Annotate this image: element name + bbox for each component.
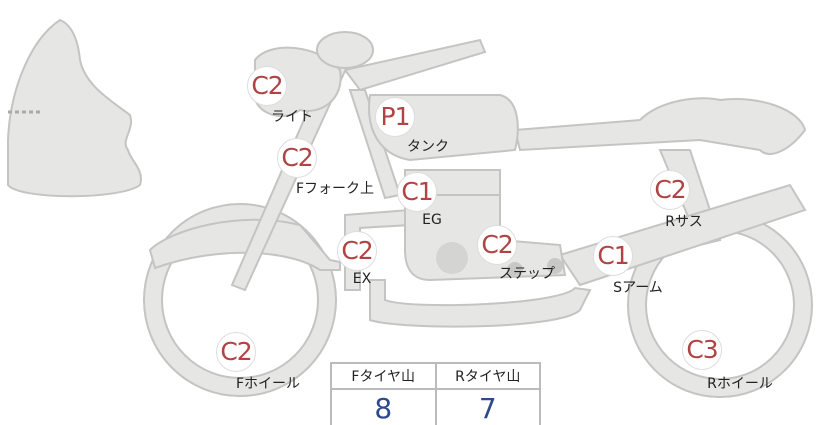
engine-cover [436, 242, 468, 274]
step-peg [507, 262, 523, 278]
label-tank: タンク [407, 139, 449, 155]
grade-marker-front-wheel[interactable]: C2 [216, 332, 256, 372]
grade-marker-exhaust[interactable]: C2 [337, 231, 377, 271]
label-light: ライト [271, 109, 313, 125]
label-front-wheel: Fホイール [235, 376, 301, 392]
fairing-shape [7, 18, 142, 198]
grade-marker-swing-arm[interactable]: C1 [593, 236, 633, 276]
label-swing-arm: Sアーム [613, 280, 663, 296]
grade-marker-light[interactable]: C2 [247, 66, 287, 106]
exhaust [369, 279, 592, 328]
rear-tread-value: 7 [434, 388, 541, 425]
label-rear-wheel: Rホイール [707, 376, 773, 392]
grade-marker-step[interactable]: C2 [477, 225, 517, 265]
label-rear-suspension: Rサス [665, 214, 703, 230]
grade-marker-engine[interactable]: C1 [397, 172, 437, 212]
grade-marker-tank[interactable]: P1 [375, 97, 415, 137]
meter [316, 31, 374, 69]
grade-marker-rear-wheel[interactable]: C3 [682, 330, 722, 370]
pivot [547, 258, 563, 274]
front-fender [148, 218, 341, 271]
tire-tread-table: Fタイヤ山 Rタイヤ山 8 7 [330, 362, 541, 425]
seat [513, 97, 807, 155]
front-tread-header: Fタイヤ山 [330, 362, 437, 390]
label-engine: EG [422, 212, 442, 228]
grade-marker-front-fork[interactable]: C2 [277, 138, 317, 178]
label-front-fork: Fフォーク上 [295, 181, 375, 197]
grade-marker-rear-suspension[interactable]: C2 [650, 170, 690, 210]
front-tread-value: 8 [330, 388, 437, 425]
handlebar [343, 38, 487, 92]
label-step: ステップ [499, 266, 555, 282]
label-exhaust: EX [352, 271, 372, 287]
rear-tread-header: Rタイヤ山 [434, 362, 541, 390]
